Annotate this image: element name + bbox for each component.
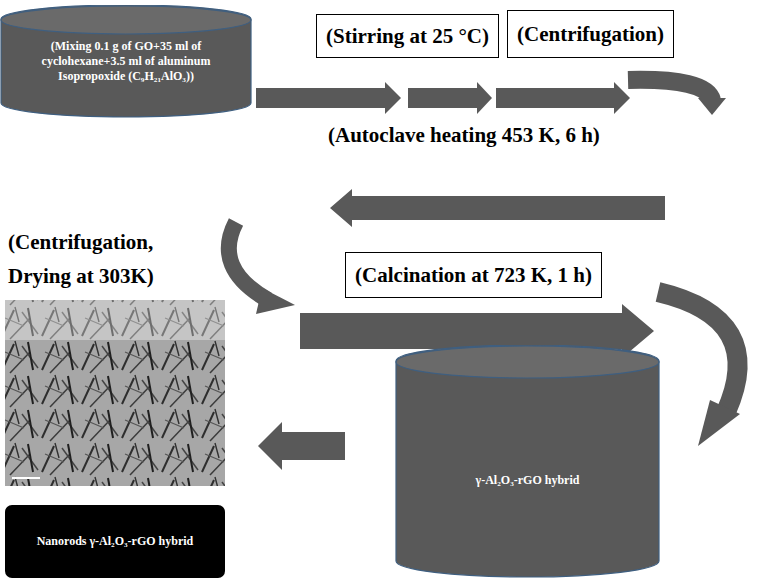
flow-arrow: [698, 400, 740, 446]
step-text: γ-Al₂O₃-rGO hybrid: [415, 473, 640, 488]
flow-arrow: [496, 82, 630, 114]
vessel-cylinder: γ-Al₂O₃-rGO hybrid: [395, 345, 660, 578]
flow-arrow: [408, 82, 492, 114]
flow-arrow: [658, 292, 738, 412]
step-label: (Centrifugation, Drying at 303K): [8, 226, 208, 293]
flow-arrow: [698, 98, 726, 115]
tem-image: [5, 300, 225, 486]
cylinder-shape: [395, 345, 660, 578]
vessel-cylinder: (Mixing 0.1 g of GO+35 ml of cyclohexane…: [0, 5, 252, 118]
flow-arrow: [256, 288, 295, 314]
tem-image-haze: [5, 300, 225, 340]
result-box: Nanorods γ-Al₂O₃-rGO hybrid: [5, 505, 225, 578]
flow-arrow: [628, 80, 712, 100]
flow-arrow: [330, 189, 665, 227]
cylinder-top: [396, 346, 659, 378]
flow-arrow: [256, 82, 401, 114]
step-label: (Autoclave heating 453 K, 6 h): [328, 119, 748, 153]
cylinder-body: [1, 5, 251, 117]
process-box: (Calcination at 723 K, 1 h): [345, 252, 602, 298]
flow-arrow: [258, 422, 345, 470]
step-text: (Calcination at 723 K, 1 h): [355, 263, 592, 288]
step-text: (Stirring at 25 °C): [326, 24, 489, 49]
scale-bar: [12, 477, 40, 479]
step-text: (Centrifugation): [517, 22, 664, 47]
cylinder-body: [396, 345, 659, 577]
step-text: (Mixing 0.1 g of GO+35 ml of cyclohexane…: [24, 39, 228, 84]
step-text: Nanorods γ-Al₂O₃-rGO hybrid: [15, 534, 215, 549]
cylinder-top: [1, 6, 251, 34]
process-box: (Centrifugation): [507, 10, 674, 58]
process-box: (Stirring at 25 °C): [316, 14, 499, 58]
